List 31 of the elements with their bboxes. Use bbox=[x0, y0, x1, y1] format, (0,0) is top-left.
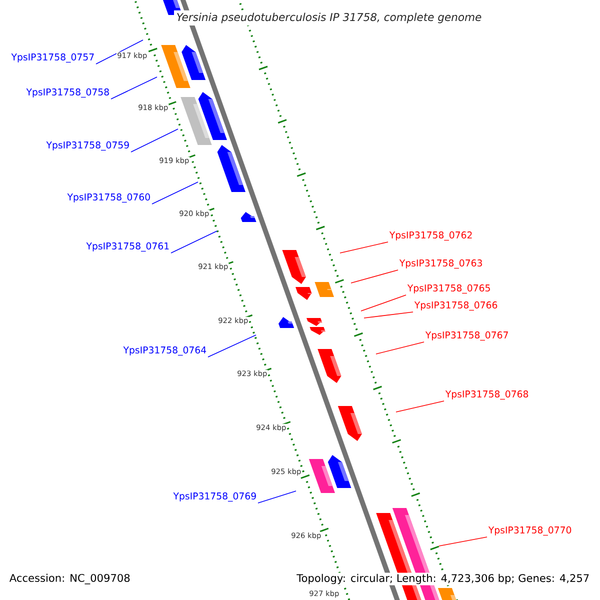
leader-line bbox=[438, 536, 488, 546]
leader-line bbox=[376, 342, 424, 354]
gene-label: YpsIP31758_0762 bbox=[389, 231, 472, 241]
title: Yersinia pseudotuberculosis IP 31758, complete genome bbox=[174, 10, 484, 26]
gene-label: YpsIP31758_0766 bbox=[414, 301, 498, 311]
gene-label: YpsIP31758_0761 bbox=[86, 242, 169, 252]
gene-label: YpsIP31758_0760 bbox=[67, 193, 150, 203]
leader-line bbox=[360, 294, 406, 312]
leader-line bbox=[110, 76, 158, 100]
leader-line bbox=[340, 242, 388, 254]
gene-label: YpsIP31758_0763 bbox=[399, 259, 482, 269]
gene-label: YpsIP31758_0757 bbox=[11, 53, 94, 63]
footer-text: Topology: circular; Length: 4,723,306 bp; Genes: 4,257 bbox=[295, 572, 591, 586]
gene-label: YpsIP31758_0764 bbox=[123, 346, 206, 356]
gene-label: YpsIP31758_0767 bbox=[425, 331, 508, 341]
gene-label: YpsIP31758_0768 bbox=[445, 390, 528, 400]
leader-line bbox=[170, 230, 218, 254]
leader-line bbox=[208, 334, 256, 358]
leader-line bbox=[152, 182, 198, 204]
leader-line bbox=[350, 270, 398, 284]
leader-line bbox=[396, 400, 444, 412]
leader-line bbox=[130, 128, 178, 152]
gene-label: YpsIP31758_0758 bbox=[26, 88, 109, 98]
leader-line bbox=[96, 40, 144, 64]
leader-line bbox=[364, 312, 414, 318]
gene-label: YpsIP31758_0769 bbox=[173, 492, 256, 502]
gene-label: YpsIP31758_0759 bbox=[46, 141, 129, 151]
footer-text: Accession: NC_009708 bbox=[8, 572, 132, 586]
gene-label: YpsIP31758_0770 bbox=[488, 526, 572, 536]
gene-label: YpsIP31758_0765 bbox=[407, 284, 490, 294]
leader-line bbox=[258, 490, 296, 504]
